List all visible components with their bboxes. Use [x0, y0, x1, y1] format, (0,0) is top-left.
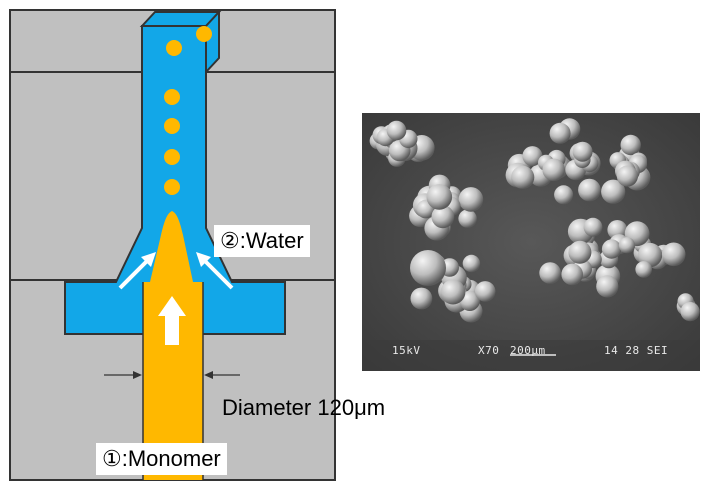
- sem-particles: [369, 118, 700, 323]
- sem-particle: [680, 302, 700, 322]
- sem-particle: [511, 165, 535, 189]
- sem-particle: [458, 209, 477, 228]
- sem-particle: [601, 179, 626, 204]
- monomer-label: ①:Monomer: [96, 443, 227, 475]
- flow-arrows: [118, 252, 234, 345]
- sem-particle: [542, 158, 565, 182]
- sem-particle: [386, 120, 407, 141]
- sem-particle: [601, 239, 622, 259]
- monomer-droplets: [164, 26, 212, 195]
- sem-particle: [554, 185, 574, 205]
- sem-particle: [426, 184, 453, 210]
- sem-particle: [431, 205, 455, 229]
- droplet: [166, 40, 182, 56]
- water-label: ②:Water: [214, 225, 310, 257]
- sem-scale-label: 200μm: [510, 344, 546, 357]
- sem-micrograph: [362, 113, 700, 371]
- sem-particle: [635, 261, 652, 278]
- sem-particle-large: [410, 250, 446, 286]
- sem-particle: [561, 263, 583, 286]
- sem-particle: [440, 279, 466, 305]
- channel-side-face: [205, 9, 220, 75]
- diameter-label: Diameter 120μm: [222, 395, 386, 420]
- sem-caption: 15kV X70 200μm 14 28 SEI: [392, 344, 692, 364]
- sem-particle: [522, 146, 543, 167]
- sem-particle: [474, 281, 496, 302]
- sem-particle: [539, 262, 561, 284]
- sem-particle: [568, 240, 592, 264]
- sem-particle: [661, 242, 686, 267]
- sem-particle: [410, 287, 433, 310]
- sem-particle: [620, 134, 641, 156]
- droplet: [164, 149, 180, 165]
- sem-voltage: 15kV: [392, 344, 421, 357]
- water-arrow-right-icon: [196, 252, 234, 290]
- droplet: [164, 179, 180, 195]
- sem-particle: [462, 254, 481, 273]
- sem-particle: [458, 187, 484, 212]
- sem-code: 14 28 SEI: [604, 344, 669, 357]
- sem-magnification: X70: [478, 344, 500, 357]
- sem-particle: [583, 217, 603, 237]
- sem-particle: [616, 165, 639, 187]
- droplet: [164, 89, 180, 105]
- droplet: [196, 26, 212, 42]
- sem-particle: [572, 141, 593, 162]
- sem-particle: [578, 178, 601, 202]
- up-arrow-icon: [158, 296, 186, 345]
- water-arrow-left-icon: [118, 252, 156, 290]
- sem-particle: [549, 122, 571, 144]
- droplet: [164, 118, 180, 134]
- dimension-arrow-icon: [104, 371, 240, 379]
- monomer-stream: [143, 211, 203, 480]
- sem-particle: [596, 275, 619, 298]
- sem-particle: [618, 237, 636, 254]
